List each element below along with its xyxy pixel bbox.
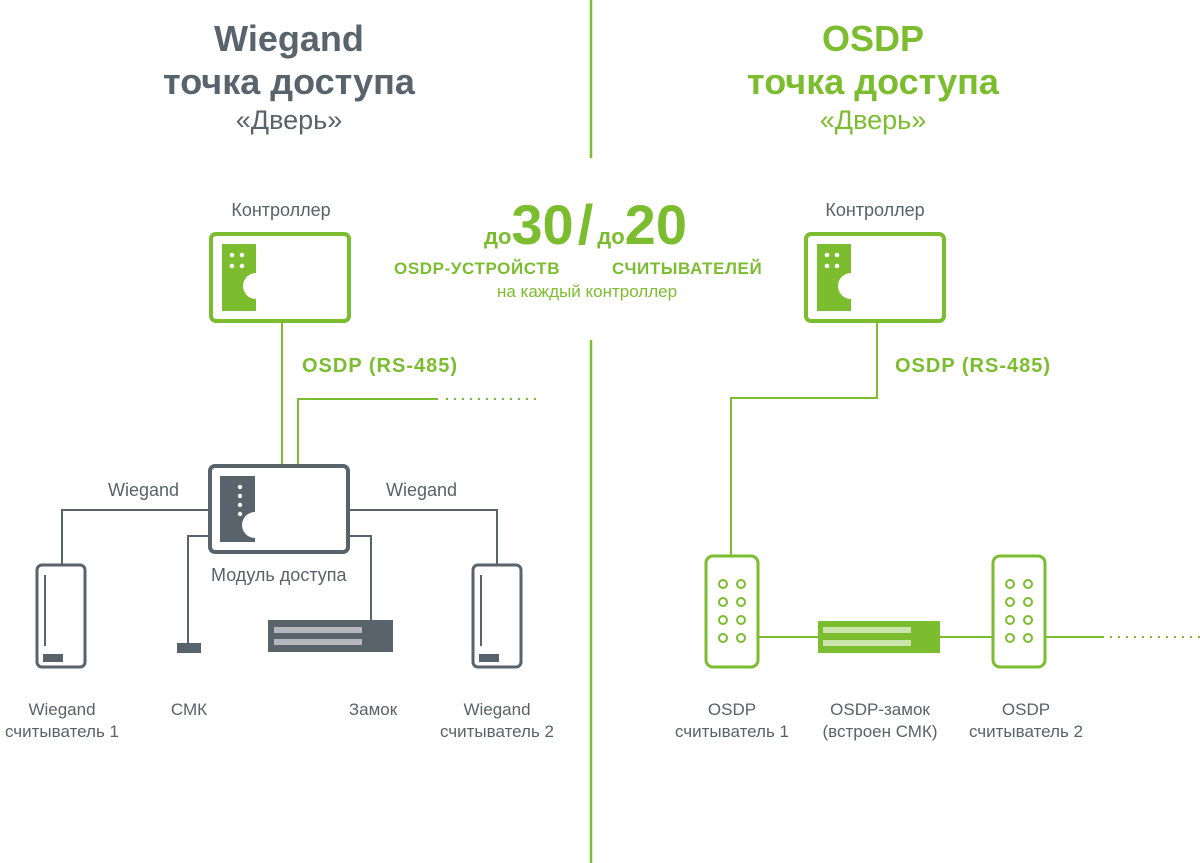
wire-smk xyxy=(187,535,210,644)
wire-reader1 xyxy=(61,509,210,564)
osdp-bus-label: OSDP (RS-485) xyxy=(895,355,1052,377)
lock-label: Замок xyxy=(348,700,398,719)
osdp-door-label: «Дверь» xyxy=(819,105,927,135)
osdp-subtitle: точка доступа xyxy=(747,61,999,102)
wiegand-door-label: «Дверь» xyxy=(235,105,343,135)
wiegand-right-wire-label: Wiegand xyxy=(386,480,458,500)
osdp-reader-1-label: OSDP считыватель 1 xyxy=(674,700,790,741)
osdp-bus-line xyxy=(730,323,878,555)
stats-per-controller: на каждый контроллер xyxy=(496,282,678,301)
access-module-device xyxy=(208,464,350,554)
osdp-controller-label: Контроллер xyxy=(825,200,925,220)
wire-lock xyxy=(348,535,372,621)
wiegand-reader-1-device xyxy=(35,563,87,669)
osdp-lock-label: OSDP-замок (встроен СМК) xyxy=(822,700,938,741)
smk-label: СМК xyxy=(170,700,208,719)
stats-prefix-2: до xyxy=(597,224,625,249)
wiegand-bus-label: OSDP (RS-485) xyxy=(302,355,459,377)
stats-readers-label: СЧИТЫВАТЕЛЕЙ xyxy=(612,259,763,278)
stats-slash: / xyxy=(577,193,594,256)
osdp-controller-device xyxy=(804,232,946,323)
wiegand-controller-device xyxy=(209,232,351,323)
wiegand-reader-1-label: Wiegand считыватель 1 xyxy=(4,700,120,741)
osdp-reader-1-device xyxy=(704,554,760,669)
wiegand-title: Wiegand xyxy=(214,18,364,59)
stats-devices-line: до30/до20 xyxy=(484,197,687,253)
wiegand-controller-label: Контроллер xyxy=(231,200,331,220)
wiegand-reader-2-device xyxy=(471,563,523,669)
wiegand-reader-2-label: Wiegand считыватель 2 xyxy=(439,700,555,741)
wiegand-subtitle: точка доступа xyxy=(163,61,415,102)
osdp-lock-device xyxy=(818,621,940,653)
osdp-title: OSDP xyxy=(821,18,925,59)
stats-devices-label: OSDP-УСТРОЙСТВ xyxy=(394,259,561,278)
stats-prefix-1: до xyxy=(484,224,512,249)
stats-devices-count: 30 xyxy=(511,193,574,256)
wiegand-bus-branch xyxy=(297,398,438,464)
wiegand-left-wire-label: Wiegand xyxy=(108,480,180,500)
smk-device xyxy=(177,643,201,653)
stats-readers-count: 20 xyxy=(624,193,687,256)
wire-reader2 xyxy=(348,509,498,564)
osdp-reader-2-label: OSDP считыватель 2 xyxy=(968,700,1084,741)
access-module-label: Модуль доступа xyxy=(211,565,347,585)
lock-device xyxy=(268,620,393,652)
osdp-reader-2-device xyxy=(991,554,1047,669)
